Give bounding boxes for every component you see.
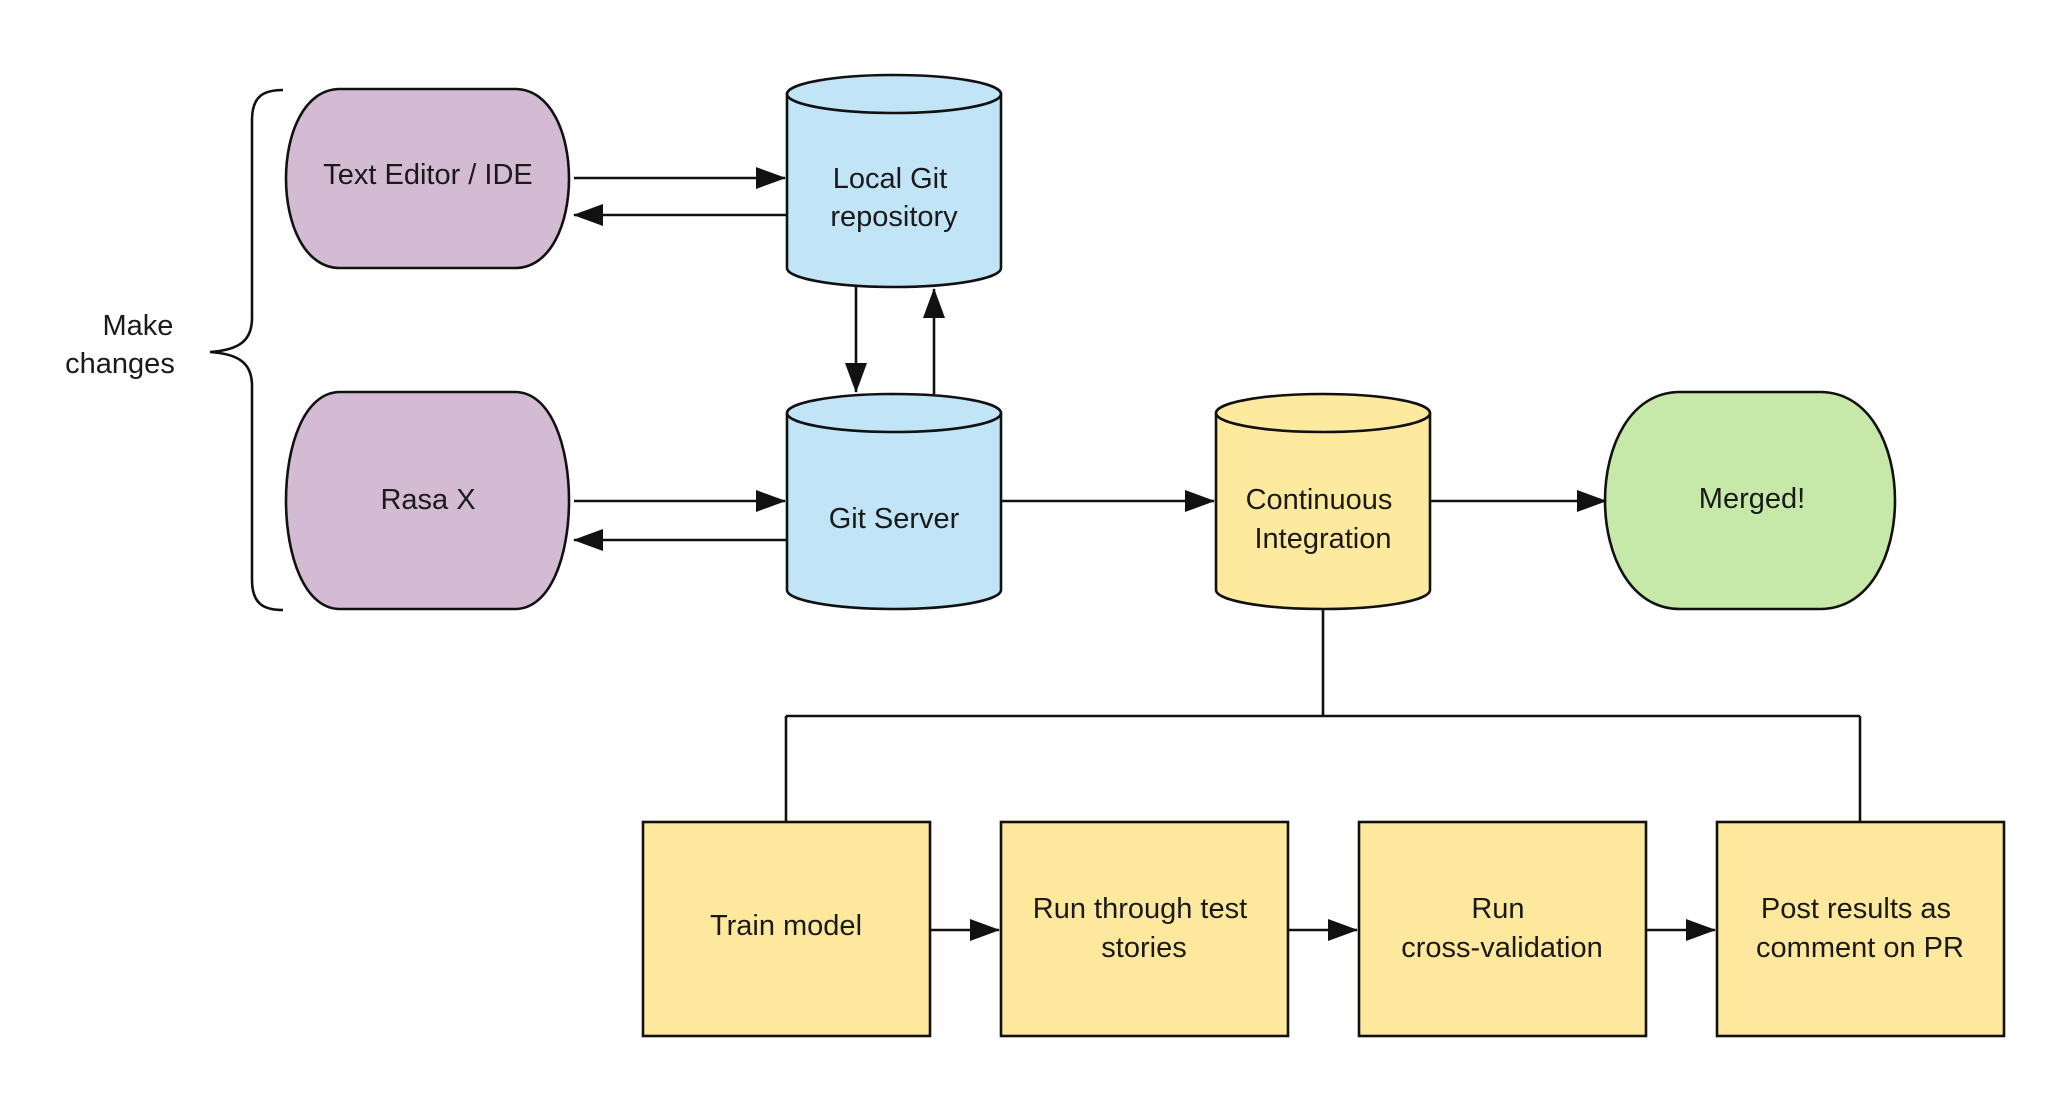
train-model-step: Train model — [641, 820, 932, 1038]
make-changes-label: Make changes — [65, 310, 181, 380]
cross-validation-step: Run cross-validation — [1357, 820, 1648, 1038]
continuous-integration-node: Continuous Integration — [1214, 392, 1432, 611]
test-stories-step: Run through test stories — [999, 820, 1290, 1038]
test-stories-label: Run through test stories — [1033, 893, 1255, 964]
ci-to-steps-connector — [784, 609, 1862, 822]
text-editor-node: Text Editor / IDE — [284, 87, 571, 270]
text-editor-label: Text Editor / IDE — [323, 159, 533, 191]
local-git-repository-label: Local Git repository — [830, 163, 958, 233]
merged-node: Merged! — [1603, 390, 1897, 611]
rasa-x-label: Rasa X — [380, 484, 475, 516]
local-git-repository-node: Local Git repository — [785, 73, 1003, 289]
post-results-step: Post results as comment on PR — [1715, 820, 2006, 1038]
train-model-label: Train model — [710, 910, 862, 942]
make-changes-brace — [209, 88, 284, 612]
git-server-node: Git Server — [785, 392, 1003, 611]
cross-validation-label: Run cross-validation — [1401, 893, 1602, 964]
continuous-integration-label: Continuous Integration — [1246, 484, 1401, 555]
post-results-label: Post results as comment on PR — [1756, 893, 1964, 964]
git-server-label: Git Server — [829, 503, 960, 535]
merged-label: Merged! — [1699, 483, 1805, 515]
rasa-x-node: Rasa X — [284, 390, 571, 611]
